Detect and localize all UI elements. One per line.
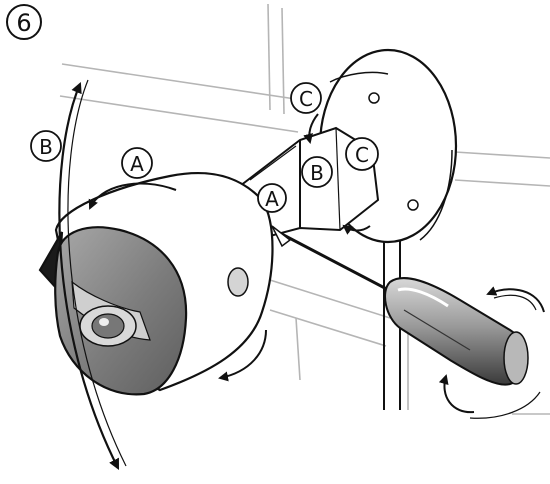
label-b-left: B bbox=[30, 130, 62, 162]
camera-body bbox=[38, 171, 274, 396]
label-b-bracket: B bbox=[301, 156, 333, 188]
screwdriver bbox=[271, 225, 529, 386]
tilt-arrow-b bbox=[58, 79, 127, 470]
screwdriver-rotation-arrows bbox=[438, 286, 545, 419]
label-c-top: C bbox=[290, 82, 322, 114]
label-a-lower: A bbox=[257, 183, 287, 213]
step-number: 6 bbox=[16, 9, 31, 37]
svg-text:C: C bbox=[355, 143, 369, 167]
label-a-upper: A bbox=[121, 147, 153, 179]
svg-text:A: A bbox=[130, 152, 144, 176]
svg-text:B: B bbox=[310, 161, 324, 185]
svg-text:A: A bbox=[265, 187, 279, 211]
screwdriver-handle bbox=[384, 277, 529, 386]
rotation-arrow-c bbox=[303, 113, 371, 235]
svg-text:C: C bbox=[299, 87, 313, 111]
camera-lens-icon bbox=[79, 305, 137, 347]
label-c-bracket: C bbox=[345, 137, 379, 171]
svg-text:B: B bbox=[39, 135, 53, 159]
step-number-badge: 6 bbox=[6, 4, 42, 40]
callout-labels: A A B B C C bbox=[30, 82, 379, 213]
